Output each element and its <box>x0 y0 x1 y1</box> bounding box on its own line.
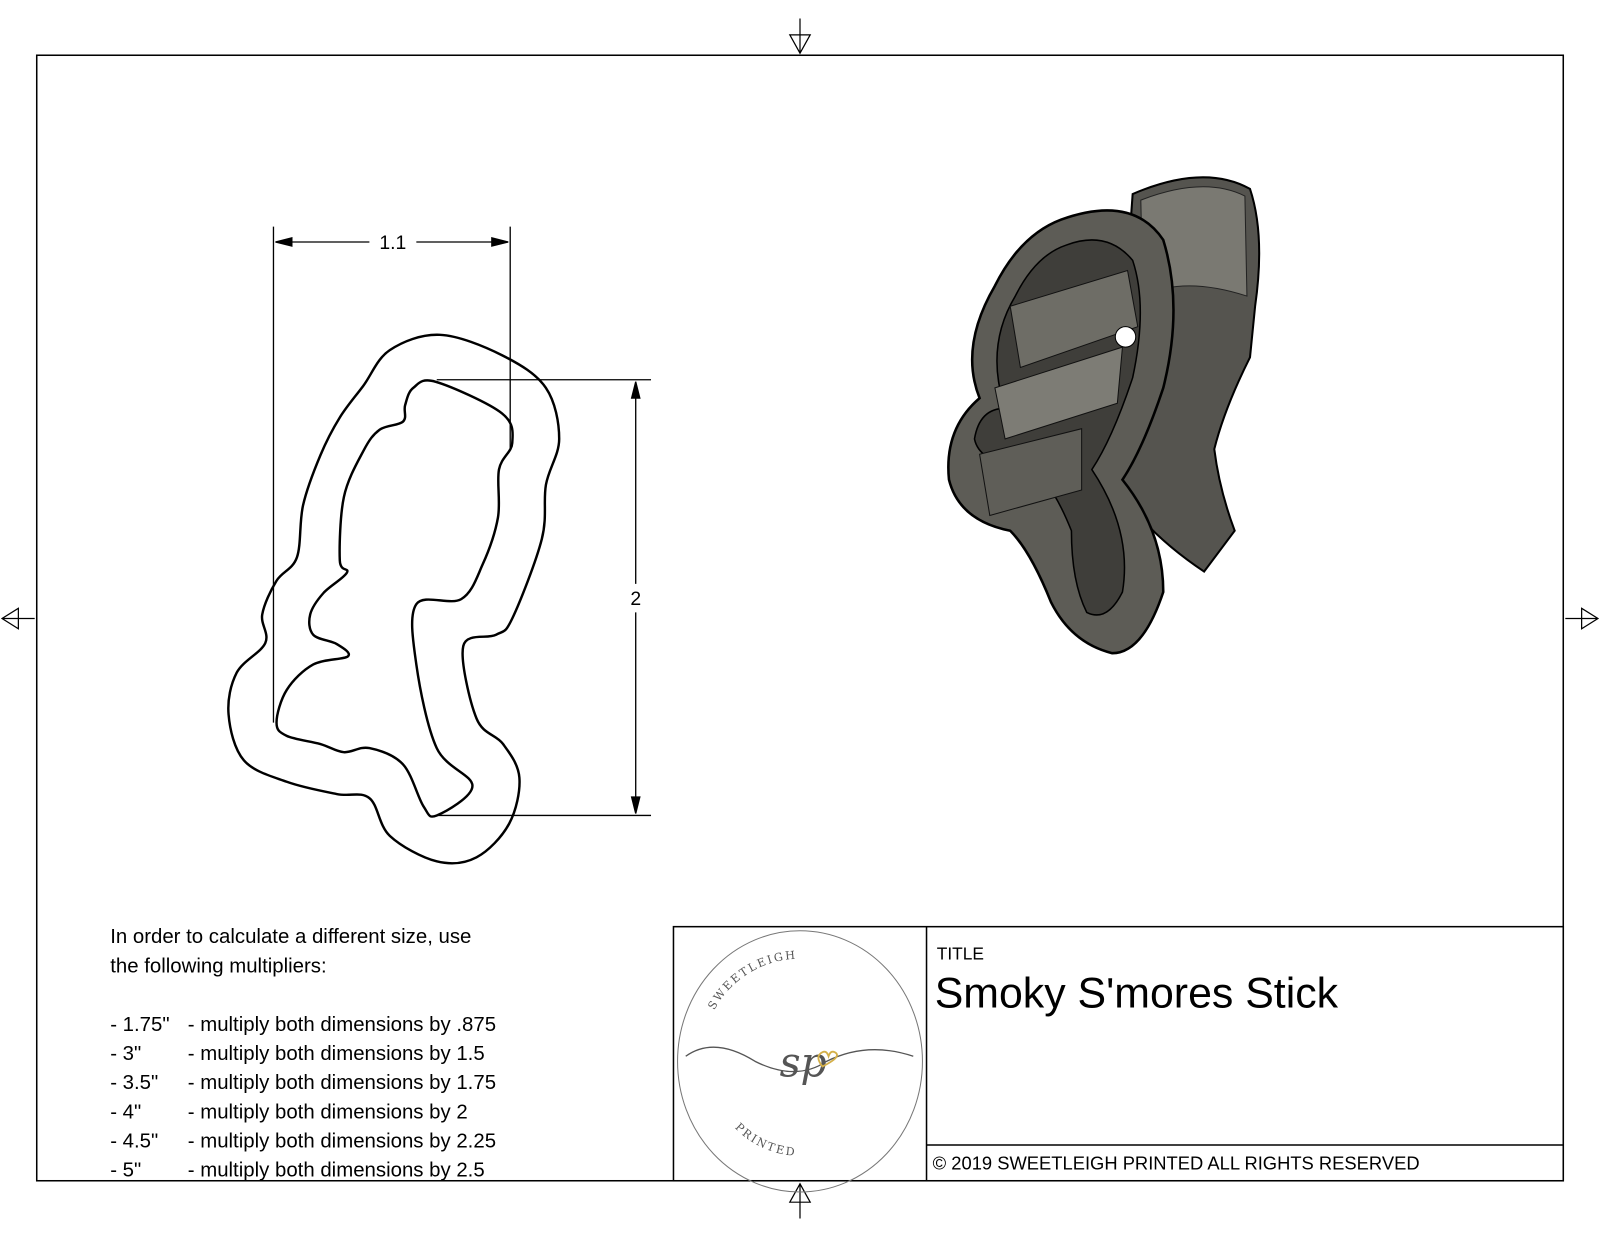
title-block: SWEETLEIGH PRINTED sp TITLE Smoky S'more… <box>672 925 1565 1193</box>
svg-text:SWEETLEIGH: SWEETLEIGH <box>706 949 798 1012</box>
bottom-center-mark <box>788 1182 812 1219</box>
sweetleigh-logo: SWEETLEIGH PRINTED sp <box>677 930 923 1193</box>
multiplier-size: - 4.5" <box>110 1130 158 1152</box>
size-multiplier-notes: In order to calculate a different size, … <box>110 926 496 1182</box>
multiplier-instruction: - multiply both dimensions by 2 <box>188 1101 468 1123</box>
width-arrowheads <box>275 237 509 247</box>
left-center-mark <box>0 607 35 630</box>
width-extension-lines <box>272 226 511 723</box>
multiplier-instruction: - multiply both dimensions by 1.75 <box>188 1072 496 1094</box>
multiplier-size: - 5" <box>110 1160 141 1182</box>
cutter-3d-render <box>947 176 1261 655</box>
inner-outline <box>275 379 514 818</box>
dimension-lines <box>272 226 652 817</box>
center-marks <box>0 18 1600 1219</box>
height-extension-lines <box>436 379 652 817</box>
copyright-notice: © 2019 SWEETLEIGH PRINTED ALL RIGHTS RES… <box>933 1153 1420 1174</box>
height-arrowheads <box>630 381 641 814</box>
heart-icon <box>817 1050 838 1068</box>
logo-bottom-text: PRINTED <box>732 1120 795 1159</box>
logo-top-text: SWEETLEIGH <box>706 949 796 1012</box>
multiplier-size: - 3.5" <box>110 1072 158 1094</box>
notes-intro-line-1: In order to calculate a different size, … <box>110 926 471 948</box>
multiplier-instruction: - multiply both dimensions by 2.5 <box>188 1160 485 1182</box>
cutter-outline-view: 1.1 2 <box>227 226 652 865</box>
top-center-mark <box>788 18 812 55</box>
notes-intro-line-2: the following multipliers: <box>110 956 326 978</box>
multiplier-instruction: - multiply both dimensions by .875 <box>188 1014 496 1036</box>
multiplier-size: - 3" <box>110 1043 141 1065</box>
drawing-title: Smoky S'mores Stick <box>935 969 1339 1017</box>
outer-outline <box>227 333 561 865</box>
multiplier-instruction: - multiply both dimensions by 1.5 <box>188 1043 485 1065</box>
logo-monogram: sp <box>780 1039 827 1087</box>
multiplier-instruction: - multiply both dimensions by 2.25 <box>188 1130 496 1152</box>
multiplier-size: - 4" <box>110 1101 141 1123</box>
title-label: TITLE <box>937 943 984 963</box>
height-dimension-label: 2 <box>630 588 641 610</box>
multiplier-size: - 1.75" <box>110 1014 169 1036</box>
width-dimension-label: 1.1 <box>379 232 406 254</box>
right-center-mark <box>1565 607 1600 630</box>
svg-text:PRINTED: PRINTED <box>732 1120 797 1159</box>
